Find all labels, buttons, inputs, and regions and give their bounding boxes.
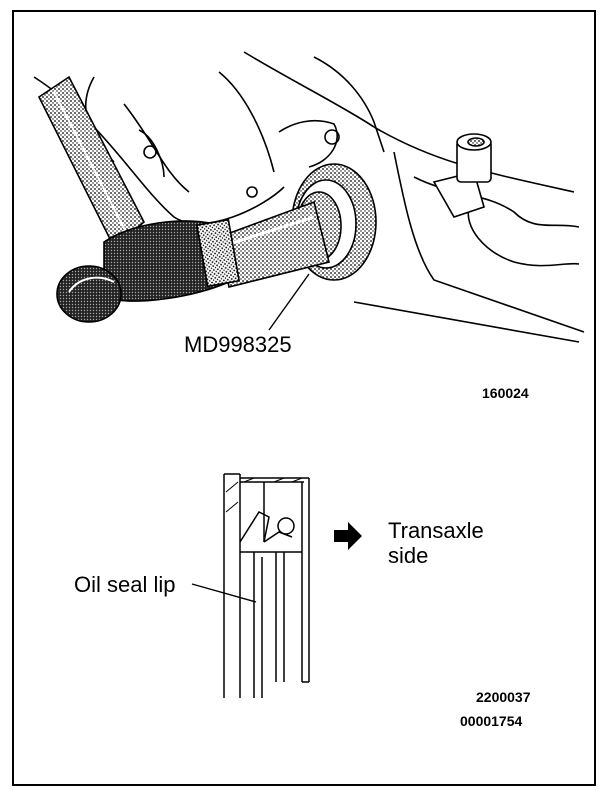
diagram-svg xyxy=(33,51,585,698)
tool-leader-line xyxy=(268,273,310,331)
lip-leader-line xyxy=(191,583,257,603)
tool-label: MD998325 xyxy=(184,332,292,357)
arrow-right-icon xyxy=(334,522,362,550)
oil-seal-lip-label: Oil seal lip xyxy=(74,572,176,597)
figure-number-top: 160024 xyxy=(482,385,529,401)
diagram-frame: MD998325 160024 Transaxle side Oil seal … xyxy=(12,10,596,786)
direction-label-line1: Transaxle xyxy=(388,518,484,543)
document-number: 00001754 xyxy=(460,713,523,729)
direction-label-line2: side xyxy=(388,543,429,568)
seal-hatching xyxy=(225,477,303,513)
plug-fitting xyxy=(432,133,492,218)
hammer-head xyxy=(56,218,241,323)
figure-number-bottom: 2200037 xyxy=(476,689,531,705)
seal-cross-section xyxy=(223,473,310,698)
hammer-handle xyxy=(37,75,146,249)
